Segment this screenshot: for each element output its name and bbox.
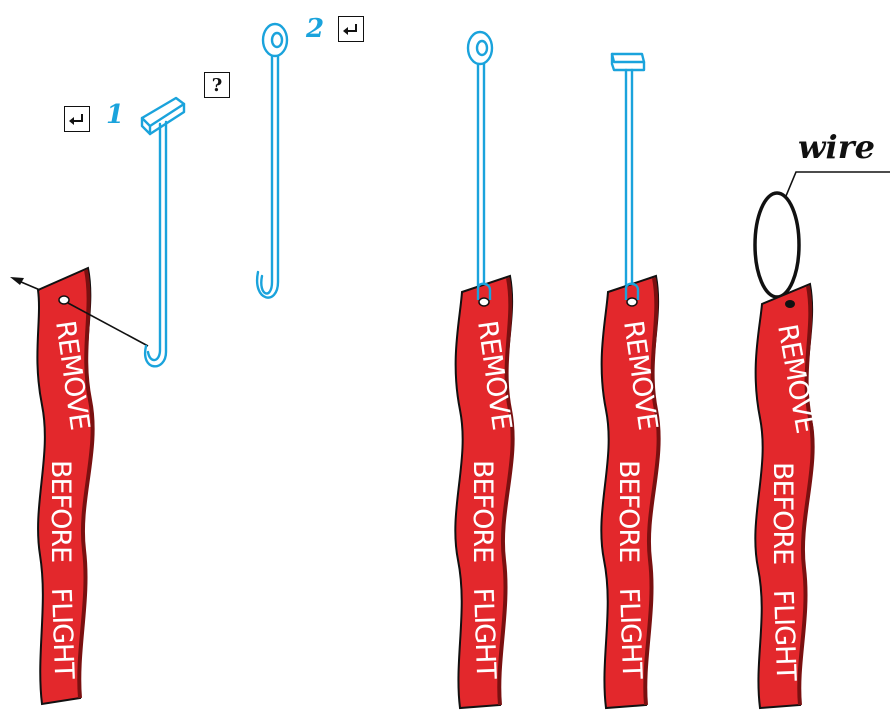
tag4-text-flight: FLIGHT (767, 589, 801, 682)
tag-with-ring-hook: REMOVE BEFORE FLIGHT (454, 30, 517, 710)
tag-with-t-hook: REMOVE BEFORE FLIGHT (600, 52, 663, 710)
wire-leader-line (785, 171, 890, 197)
wire-label: wire (798, 128, 875, 166)
return-arrow-icon[interactable] (338, 16, 364, 42)
left-tag-text-before: BEFORE (45, 460, 76, 562)
question-mark-box[interactable]: ? (204, 72, 230, 98)
option-1-number: 1 (106, 100, 125, 130)
tag3-text-before: BEFORE (613, 460, 644, 562)
hook-option-1 (140, 96, 186, 368)
tag2-text-flight: FLIGHT (467, 587, 501, 680)
tag2-text-before: BEFORE (467, 460, 498, 562)
left-tag: REMOVE BEFORE FLIGHT (10, 266, 149, 706)
hook-option-2 (255, 22, 289, 299)
option-2-number: 2 (306, 14, 325, 44)
left-tag-text-flight: FLIGHT (45, 587, 79, 680)
tag-with-wire: REMOVE BEFORE FLIGHT (753, 171, 890, 710)
wire-loop (753, 191, 801, 299)
return-arrow-icon[interactable] (64, 106, 90, 132)
tag4-text-before: BEFORE (767, 462, 798, 564)
tag3-text-flight: FLIGHT (613, 587, 647, 680)
